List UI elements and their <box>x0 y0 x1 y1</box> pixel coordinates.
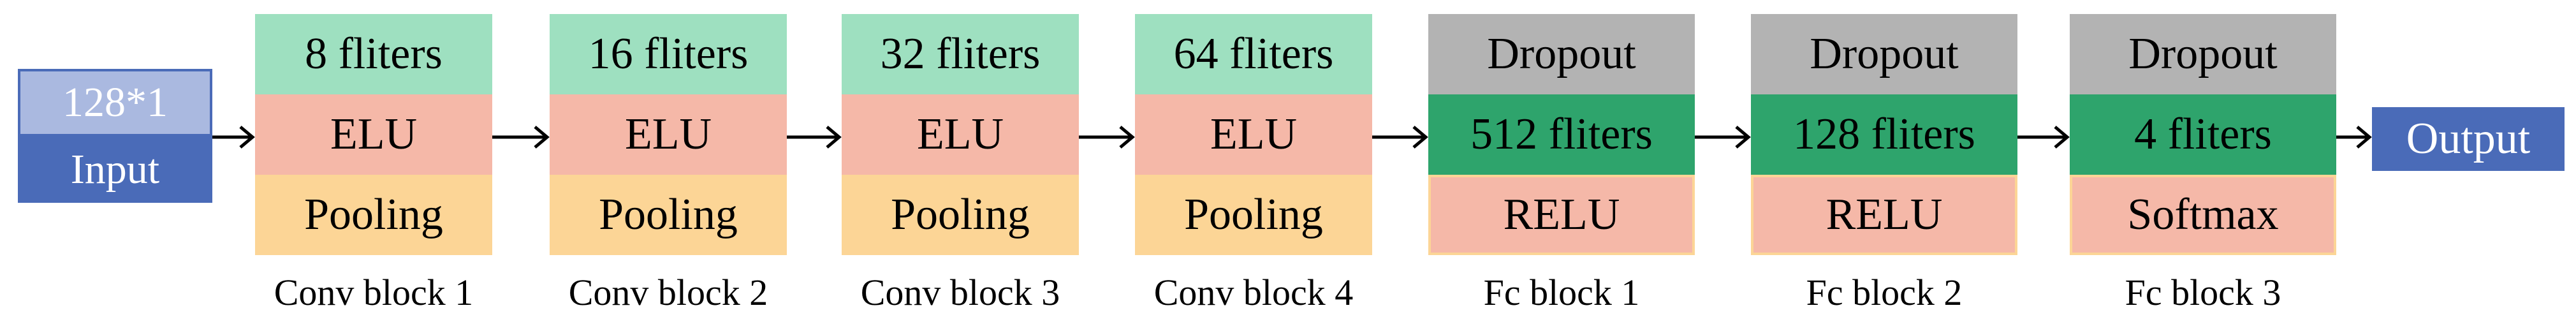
fc-filters: 4 fliters <box>2070 94 2336 175</box>
conv-activation: ELU <box>842 94 1079 175</box>
fc-block-2: Dropout 128 fliters RELU <box>1751 14 2017 255</box>
arrow-icon <box>1372 126 1428 149</box>
caption-fc-block-2: Fc block 2 <box>1806 272 1963 313</box>
fc-activation: RELU <box>1428 175 1695 255</box>
fc-dropout: Dropout <box>2070 14 2336 94</box>
arrow-icon <box>492 126 550 149</box>
fc-filters: 128 fliters <box>1751 94 2017 175</box>
conv-pooling: Pooling <box>842 175 1079 255</box>
conv-block-1: 8 fliters ELU Pooling <box>255 14 492 255</box>
arrow-icon <box>787 126 842 149</box>
arrow-icon <box>2017 126 2070 149</box>
fc-activation: RELU <box>1751 175 2017 255</box>
conv-filters: 8 fliters <box>255 14 492 94</box>
caption-conv-block-3: Conv block 3 <box>860 272 1060 313</box>
conv-block-3: 32 fliters ELU Pooling <box>842 14 1079 255</box>
conv-pooling: Pooling <box>1135 175 1372 255</box>
conv-activation: ELU <box>550 94 787 175</box>
caption-conv-block-1: Conv block 1 <box>274 272 474 313</box>
conv-activation: ELU <box>255 94 492 175</box>
conv-block-4: 64 fliters ELU Pooling <box>1135 14 1372 255</box>
conv-filters: 64 fliters <box>1135 14 1372 94</box>
arrow-icon <box>212 126 255 149</box>
conv-filters: 16 fliters <box>550 14 787 94</box>
arrow-icon <box>1695 126 1751 149</box>
fc-activation: Softmax <box>2070 175 2336 255</box>
caption-fc-block-3: Fc block 3 <box>2125 272 2281 313</box>
conv-pooling: Pooling <box>255 175 492 255</box>
conv-pooling: Pooling <box>550 175 787 255</box>
caption-conv-block-4: Conv block 4 <box>1153 272 1354 313</box>
fc-dropout: Dropout <box>1751 14 2017 94</box>
input-node: 128*1 Input <box>18 69 212 203</box>
fc-block-3: Dropout 4 fliters Softmax <box>2070 14 2336 255</box>
input-shape-label: 128*1 <box>18 69 212 136</box>
conv-filters: 32 fliters <box>842 14 1079 94</box>
fc-filters: 512 fliters <box>1428 94 1695 175</box>
conv-activation: ELU <box>1135 94 1372 175</box>
conv-block-2: 16 fliters ELU Pooling <box>550 14 787 255</box>
input-label: Input <box>18 136 212 203</box>
output-node: Output <box>2372 107 2565 171</box>
caption-fc-block-1: Fc block 1 <box>1483 272 1640 313</box>
fc-block-1: Dropout 512 fliters RELU <box>1428 14 1695 255</box>
arrow-icon <box>1079 126 1135 149</box>
fc-dropout: Dropout <box>1428 14 1695 94</box>
caption-conv-block-2: Conv block 2 <box>568 272 768 313</box>
arrow-icon <box>2336 126 2372 149</box>
